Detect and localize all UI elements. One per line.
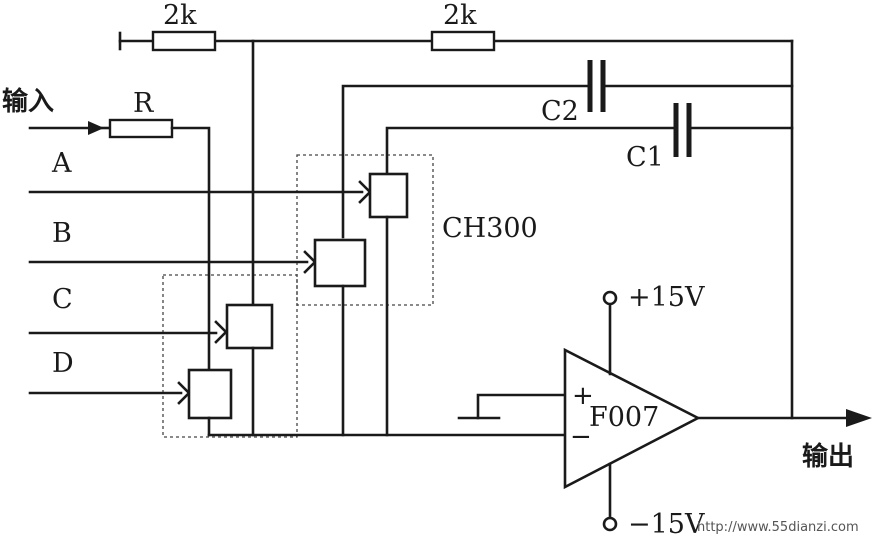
resistor-r-label: R xyxy=(133,88,154,119)
control-arrow-c xyxy=(214,320,228,344)
input-label: 输入 xyxy=(2,86,54,117)
c1-wire-left xyxy=(385,126,677,176)
opamp-plus-sign: + xyxy=(572,381,594,411)
capacitor-c2-label: C2 xyxy=(541,96,579,127)
switch-chip-label: CH300 xyxy=(442,213,538,244)
c2-wire-left xyxy=(341,84,590,239)
watermark: http://www.55dianzi.com xyxy=(697,520,859,535)
switch-package-lower xyxy=(162,274,298,438)
line-b-label: B xyxy=(52,218,72,249)
capacitor-c1-label: C1 xyxy=(626,142,664,173)
positive-supply-terminal xyxy=(602,290,618,306)
resistor-2k-left-label: 2k xyxy=(163,0,197,31)
line-c-label: C xyxy=(52,284,73,315)
r-output-wire xyxy=(170,126,211,372)
opamp-minus-sign: − xyxy=(570,422,592,452)
switch-box-a xyxy=(368,172,409,219)
switch-box-b xyxy=(313,238,367,288)
line-d-label: D xyxy=(52,348,74,379)
switch-box-c xyxy=(225,303,274,350)
output-label: 输出 xyxy=(802,441,854,472)
negative-supply-label: −15V xyxy=(628,509,705,536)
switch-package-upper xyxy=(296,154,434,306)
ground-wire xyxy=(476,393,567,420)
positive-supply-label: +15V xyxy=(628,282,705,313)
resistor-2k-right-label: 2k xyxy=(443,0,477,31)
resistor-2k-right xyxy=(430,30,496,52)
output-arrow xyxy=(846,409,872,427)
opamp-label: F007 xyxy=(589,402,659,433)
line-a-label: A xyxy=(51,148,72,179)
resistor-r xyxy=(108,118,174,139)
resistor-2k-left xyxy=(151,30,217,52)
switch-box-d xyxy=(187,368,233,420)
negative-supply-terminal xyxy=(602,516,618,532)
opamp-triangle xyxy=(563,347,701,490)
input-arrow xyxy=(88,121,104,135)
